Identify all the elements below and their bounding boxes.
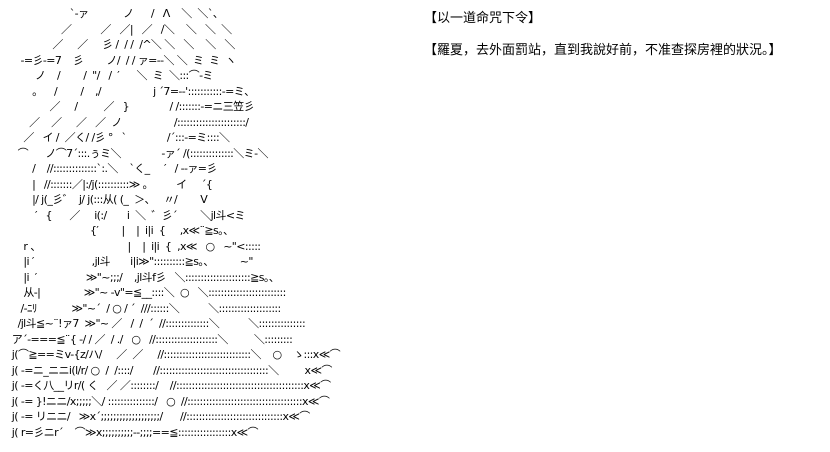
ascii-art-line: ノ / / "/ / ′ ＼ ミ ＼:::⌒‐ミ [6,69,213,82]
ascii-art-line: 从-| ≫"~ ‐v"=≦__::::＼ ○ ＼::::::::::::::::… [6,286,286,299]
ascii-art-line: ⌒ ノ⌒7´:::.ぅミ＼ -ァ´ /(::::::::::::::＼ミ-＼ [6,146,269,160]
ascii-art-line: |i ′ ≫"~;;;/ ,jl斗f彡 ＼:::::::::::::::::::… [6,270,280,284]
ascii-art-line: j( -=ニ_ニニi(l/r/ ○ / /::::/ //:::::::::::… [6,363,333,377]
ascii-art-line: j( -=く八__リr/( く ／ ／::::::::/ //:::::::::… [6,379,331,392]
ascii-art-line: j( r=彡ニr´ ⌒≫x;;;;;;;;;;‐‐;;;;==≦::::::::… [6,425,259,439]
ascii-art-line: ／ ／ ／| ／ /＼ ＼ ＼ ＼ [6,22,232,36]
ascii-art-line: /‐ﾆﾘ ≫"~´ / ○ / ´ ///::::::＼ ＼::::::::::… [6,301,281,315]
caption-dialogue: 【羅夏，去外面罰站，直到我說好前，不准查探房裡的狀況。】 [424,43,782,58]
ascii-art-line: ／ / ／ } / /:::::::-=ニ三笠彡 [6,100,254,113]
ascii-art-line: {′ | | i|i { ,x≪¨≧s。、 [6,224,234,237]
ascii-art-line: ア´-===≦¨{ -/ / ／ / ./ ○ //::::::::::::::… [6,332,293,346]
ascii-art-line: `-ァ ノ / Λ ＼ ＼`、 [6,7,224,20]
ascii-art-line: | //:::::::／|:/j(::::::::::≫ 。 イ ´{ [6,177,213,191]
ascii-art-line: -=彡-=7 彡 ノ/ / / ァ=‐‐＼ ＼ ミ ミ ヽ [6,53,236,67]
ascii-art-line: j(⌒≧==ミv-{z/ハ/ ／ ／ //:::::::::::::::::::… [6,348,341,361]
ascii-art-line: |/ j(_彡゛ j/ j(:::从( (_ ＞、 〃/ V [6,193,208,206]
ascii-art-line: ／ ／ ／ ／ ノ /::::::::::::::::::::::/ [6,115,249,129]
ascii-art-illustration: `-ァ ノ / Λ ＼ ＼`、 ／ ／ ／| ／ /＼ ＼ ＼ ＼ ／ ／ 彡 … [6,6,446,450]
ascii-art-line: / //::::::::::::::`:.＼ `く_ ′ / ‐‐ァ=彡 [6,162,217,175]
ascii-art-line: |i ′ ,jl斗 i|i≫"::::::::::≧s。、 ~" [6,255,253,268]
ascii-art-line: ／ イ / ／く/ /彡 ° ` /´:::-=ミ::::＼ [6,131,230,144]
ascii-art-line: j( -= リニニ/ ≫x´;;;;;;;;;;;;;;;;;;;/ //:::… [6,410,310,423]
caption-heading: 【以一道命咒下令】 [424,11,542,26]
ascii-art-line: ／ ／ 彡 / / / /^＼ ＼ ＼ ＼ ＼ [6,38,235,51]
ascii-art-line: /jl斗≦~¨!ァ7 ≫"~ ／ / / ´ //::::::::::::::＼… [6,317,306,330]
ascii-art-line: ′ { ／ i(:/ i ＼ ゛彡´ ＼jl斗<ミ [6,208,246,222]
ascii-art-line: j( -= }!ニニ/x;;;;;＼/ :::::::::::::::/ ○ /… [6,394,330,408]
ascii-art-line: r 、 | | i|i { ,x≪ ○ ~"<::::: [6,239,261,253]
ascii-art-line: 。 / / ,/ j ´7=-‐':::::::::::-=ミ、 [6,84,255,98]
